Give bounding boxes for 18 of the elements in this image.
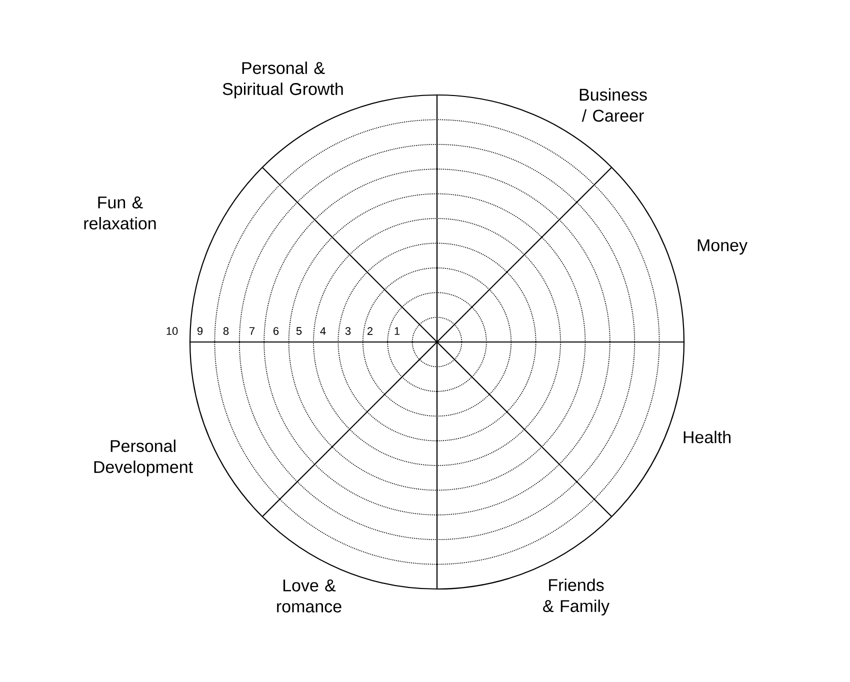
category-label: Health	[684, 430, 730, 444]
scale-number: 7	[248, 326, 256, 336]
category-label: Friends & Family	[543, 578, 610, 616]
scale-number: 1	[392, 326, 402, 336]
category-label: Personal Development	[94, 440, 193, 476]
scale-number: 6	[272, 326, 280, 336]
scale-number: 8	[222, 326, 230, 336]
category-label: Love & romance	[277, 580, 342, 612]
scale-number: 2	[366, 326, 374, 336]
category-label: Business / Career	[580, 88, 647, 122]
scale-number: 9	[196, 326, 204, 336]
scale-number: 4	[318, 326, 328, 336]
category-label: Personal & Spiritual Growth	[222, 62, 343, 98]
scale-number: 5	[294, 326, 304, 336]
scale-number: 10	[164, 326, 180, 336]
category-label: Fun & relaxation	[84, 196, 156, 230]
category-label: Money	[698, 239, 748, 255]
scale-number: 3	[344, 326, 352, 336]
